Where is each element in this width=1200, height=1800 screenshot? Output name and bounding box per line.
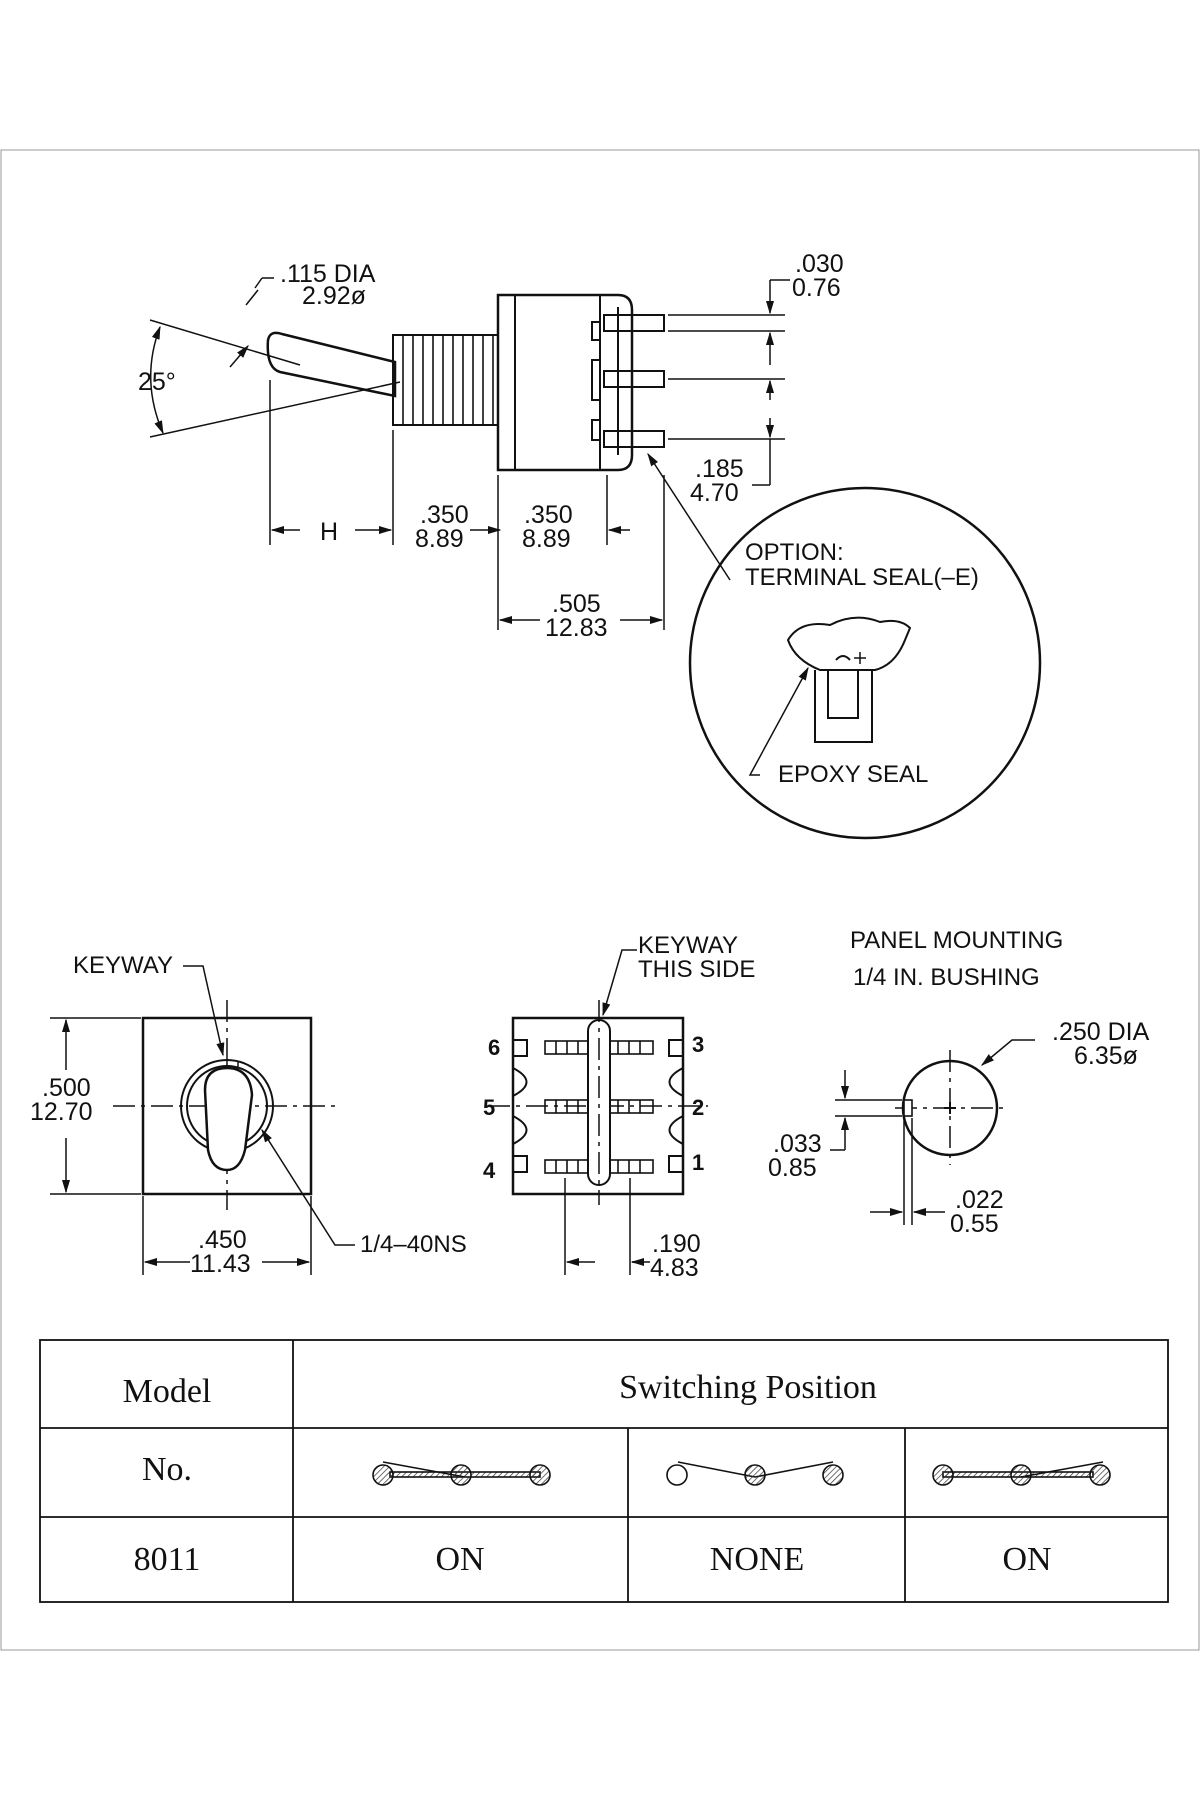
switch-symbol-left: [372, 1461, 551, 1486]
body-len-mm-label: 8.89: [522, 525, 571, 553]
panel-mounting-view: [830, 1039, 1035, 1225]
thread-spec-label: 1/4–40NS: [360, 1231, 467, 1258]
bottom-view: [488, 949, 708, 1275]
epoxy-seal-label: EPOXY SEAL: [778, 761, 928, 788]
table-cell-model: 8011: [134, 1541, 201, 1578]
key-depth-mm-label: 0.85: [768, 1154, 817, 1182]
total-in-label: .505: [552, 590, 601, 618]
body-len-in-label: .350: [524, 501, 573, 529]
key-depth-in-label: .033: [773, 1130, 822, 1158]
key-width-mm-label: 0.55: [950, 1210, 999, 1238]
pin-1-label: 1: [692, 1150, 704, 1175]
table-header-model: Model: [123, 1373, 212, 1410]
front-keyway-label: KEYWAY: [73, 952, 173, 979]
pin-4-label: 4: [483, 1158, 496, 1183]
h-label: H: [320, 518, 338, 546]
option-subtitle: TERMINAL SEAL(–E): [745, 564, 979, 591]
pin-6-label: 6: [488, 1035, 500, 1060]
front-view: [50, 965, 355, 1275]
term-in-label: .030: [795, 250, 844, 278]
term-mm-label: 0.76: [792, 274, 841, 302]
table-cell-position-1: ON: [435, 1541, 484, 1578]
bottom-keyway-label: KEYWAY: [638, 932, 738, 959]
panel-subtitle: 1/4 IN. BUSHING: [853, 964, 1040, 991]
bottom-keyway-side-label: THIS SIDE: [638, 956, 755, 983]
panel-dia-in-label: .250 DIA: [1052, 1018, 1150, 1046]
side-view: [149, 277, 790, 630]
front-height-in-label: .500: [42, 1074, 91, 1102]
pin-5-label: 5: [483, 1095, 495, 1120]
front-height-mm-label: 12.70: [30, 1098, 93, 1126]
table-cell-position-2: NONE: [710, 1541, 804, 1578]
panel-dia-mm-label: 6.35ø: [1074, 1042, 1138, 1070]
pitch-mm-label: 4.70: [690, 479, 739, 507]
dia-in-label: .115 DIA: [280, 260, 376, 288]
total-mm-label: 12.83: [545, 614, 608, 642]
front-width-in-label: .450: [198, 1226, 247, 1254]
front-width-mm-label: 11.43: [190, 1250, 251, 1278]
switching-table: [39, 1339, 1169, 1603]
pin-2-label: 2: [692, 1095, 704, 1120]
panel-title: PANEL MOUNTING: [850, 927, 1063, 954]
key-width-in-label: .022: [955, 1186, 1004, 1214]
terminal-seal-detail: [688, 486, 1042, 840]
thread-len-mm-label: 8.89: [415, 525, 464, 553]
pin-3-label: 3: [692, 1032, 704, 1057]
sheet-border: [0, 149, 1200, 1651]
angle-label: 25°: [138, 368, 176, 396]
dia-mm-label: 2.92ø: [302, 282, 366, 310]
switch-symbol-right: [932, 1461, 1111, 1486]
switch-symbol-center: [666, 1461, 844, 1486]
option-title: OPTION:: [745, 539, 844, 566]
pitch-in-label: .185: [695, 455, 744, 483]
table-cell-position-3: ON: [1002, 1541, 1051, 1578]
bottom-spacing-in-label: .190: [652, 1230, 701, 1258]
table-header-switching: Switching Position: [619, 1369, 877, 1406]
table-header-no: No.: [142, 1451, 192, 1488]
thread-len-in-label: .350: [420, 501, 469, 529]
bottom-spacing-mm-label: 4.83: [650, 1254, 699, 1282]
